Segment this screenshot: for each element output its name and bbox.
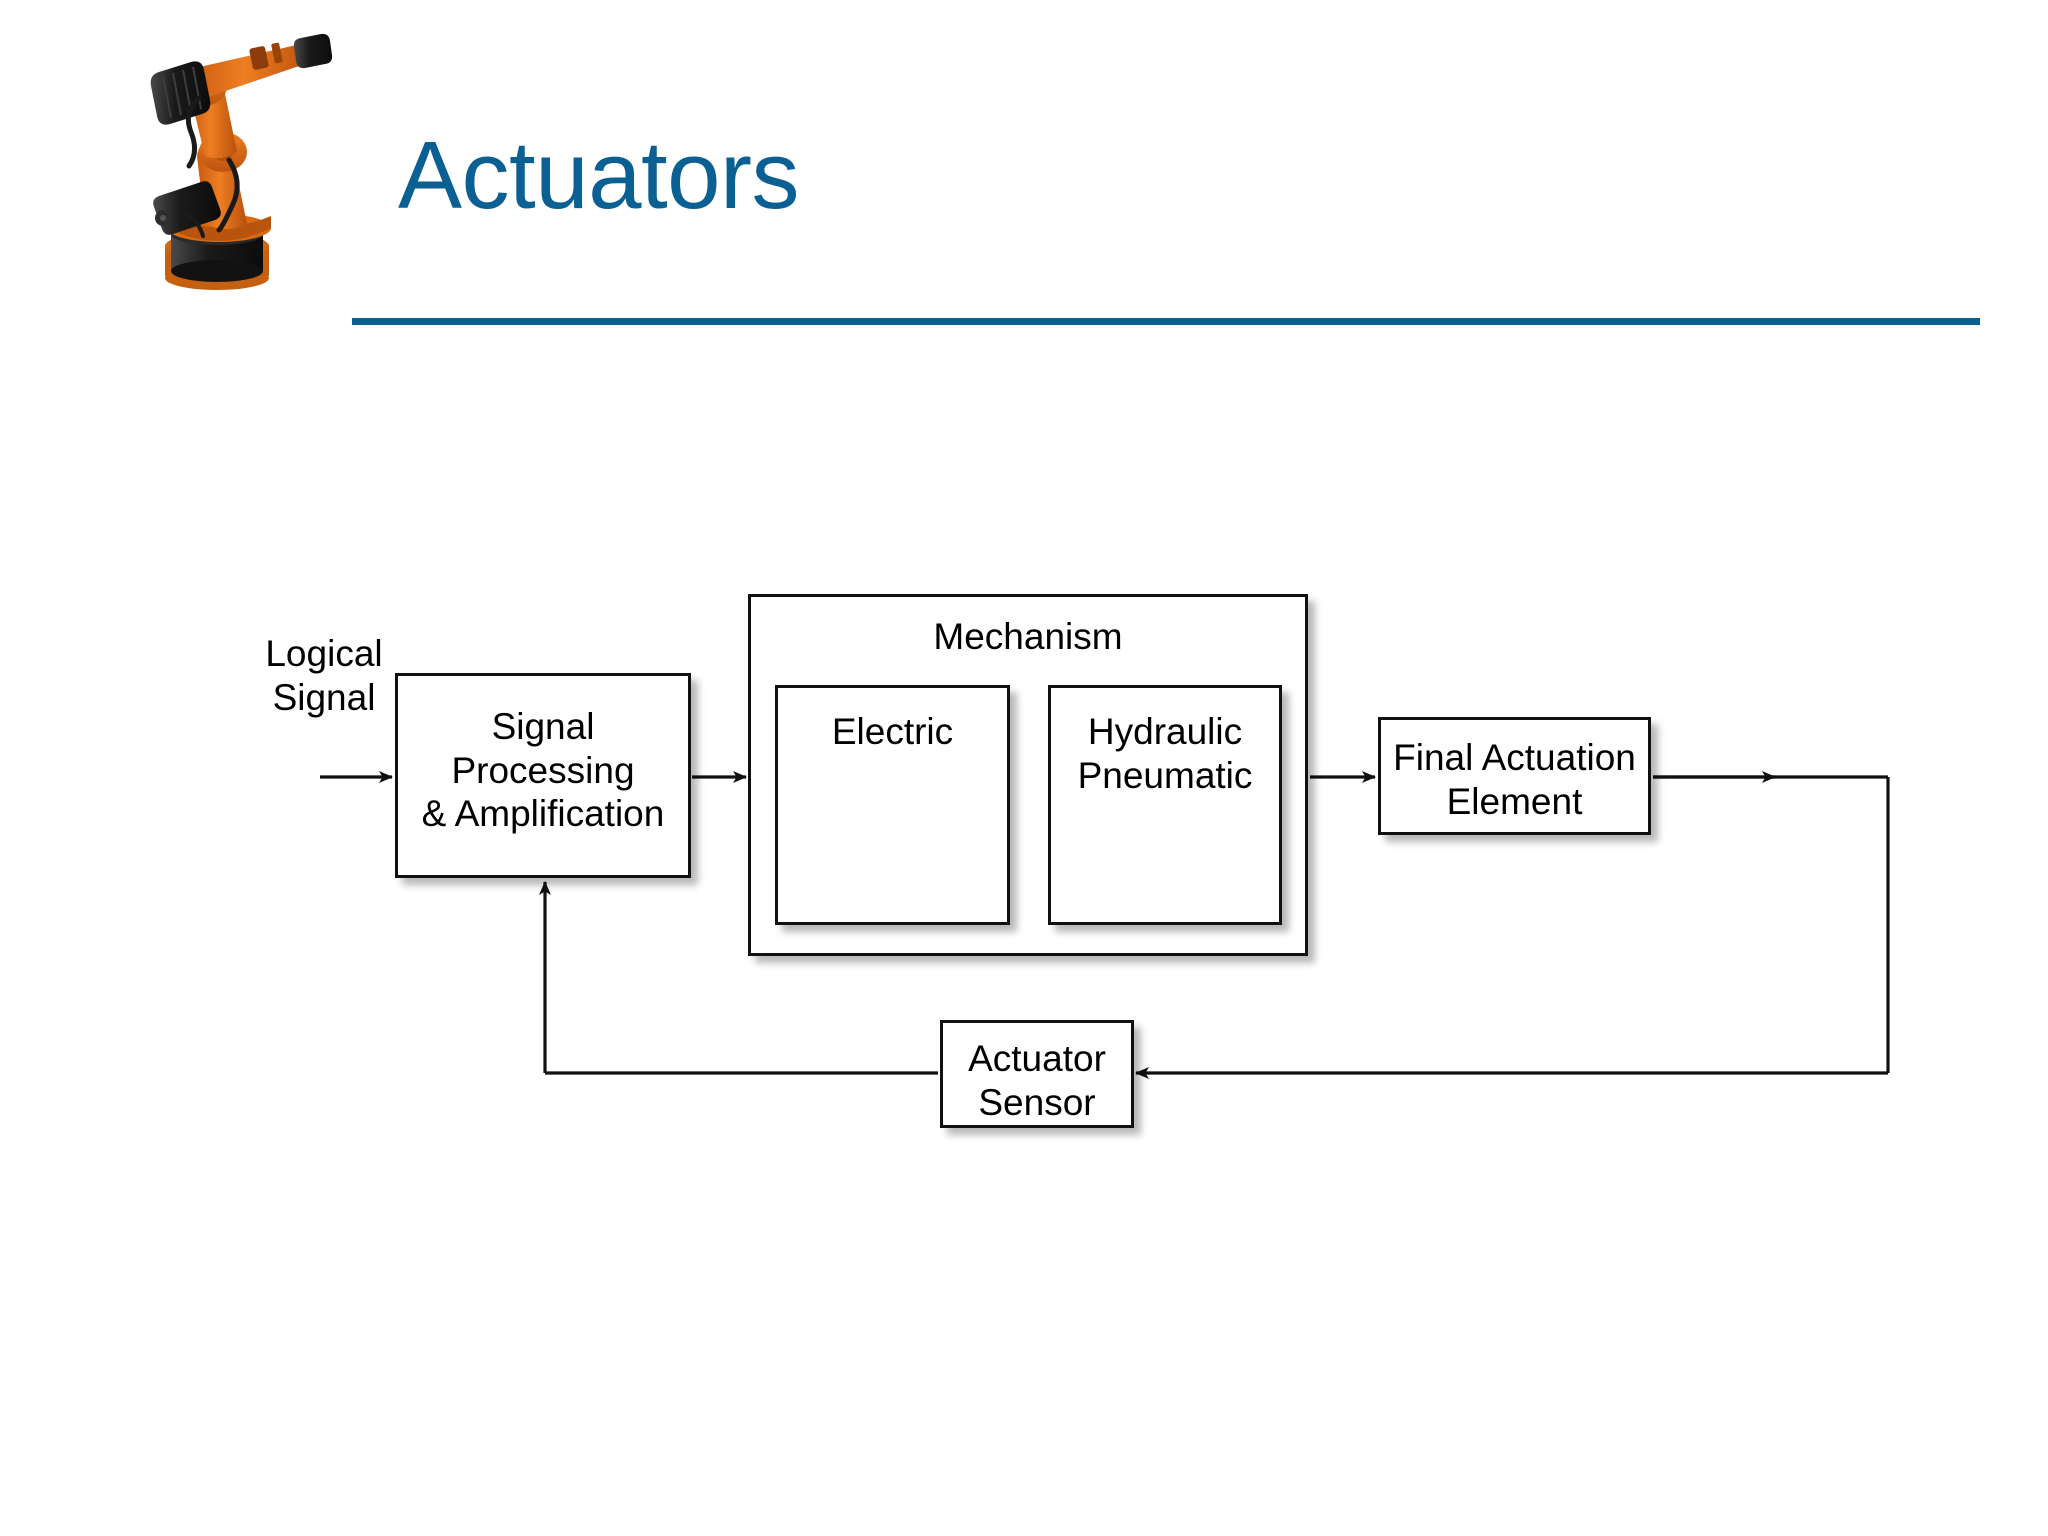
actuator-sensor-box[interactable]: Actuator Sensor — [940, 1020, 1134, 1128]
robot-arm-image — [133, 28, 333, 303]
final-actuation-element-label: Final Actuation Element — [1393, 737, 1636, 822]
final-actuation-element-box[interactable]: Final Actuation Element — [1378, 717, 1651, 835]
hydraulic-pneumatic-box[interactable]: Hydraulic Pneumatic — [1048, 685, 1282, 925]
actuator-sensor-label: Actuator Sensor — [968, 1038, 1106, 1123]
page-title: Actuators — [398, 122, 800, 229]
electric-label: Electric — [831, 711, 954, 752]
hydraulic-pneumatic-label: Hydraulic Pneumatic — [1077, 711, 1253, 796]
logical-signal-label: Logical Signal — [265, 633, 383, 718]
signal-processing-label: Signal Processing & Amplification — [421, 706, 665, 835]
electric-box[interactable]: Electric — [775, 685, 1010, 925]
title-divider-rule — [352, 318, 1980, 325]
signal-processing-box[interactable]: Signal Processing & Amplification — [395, 673, 691, 878]
mechanism-label: Mechanism — [933, 616, 1123, 657]
